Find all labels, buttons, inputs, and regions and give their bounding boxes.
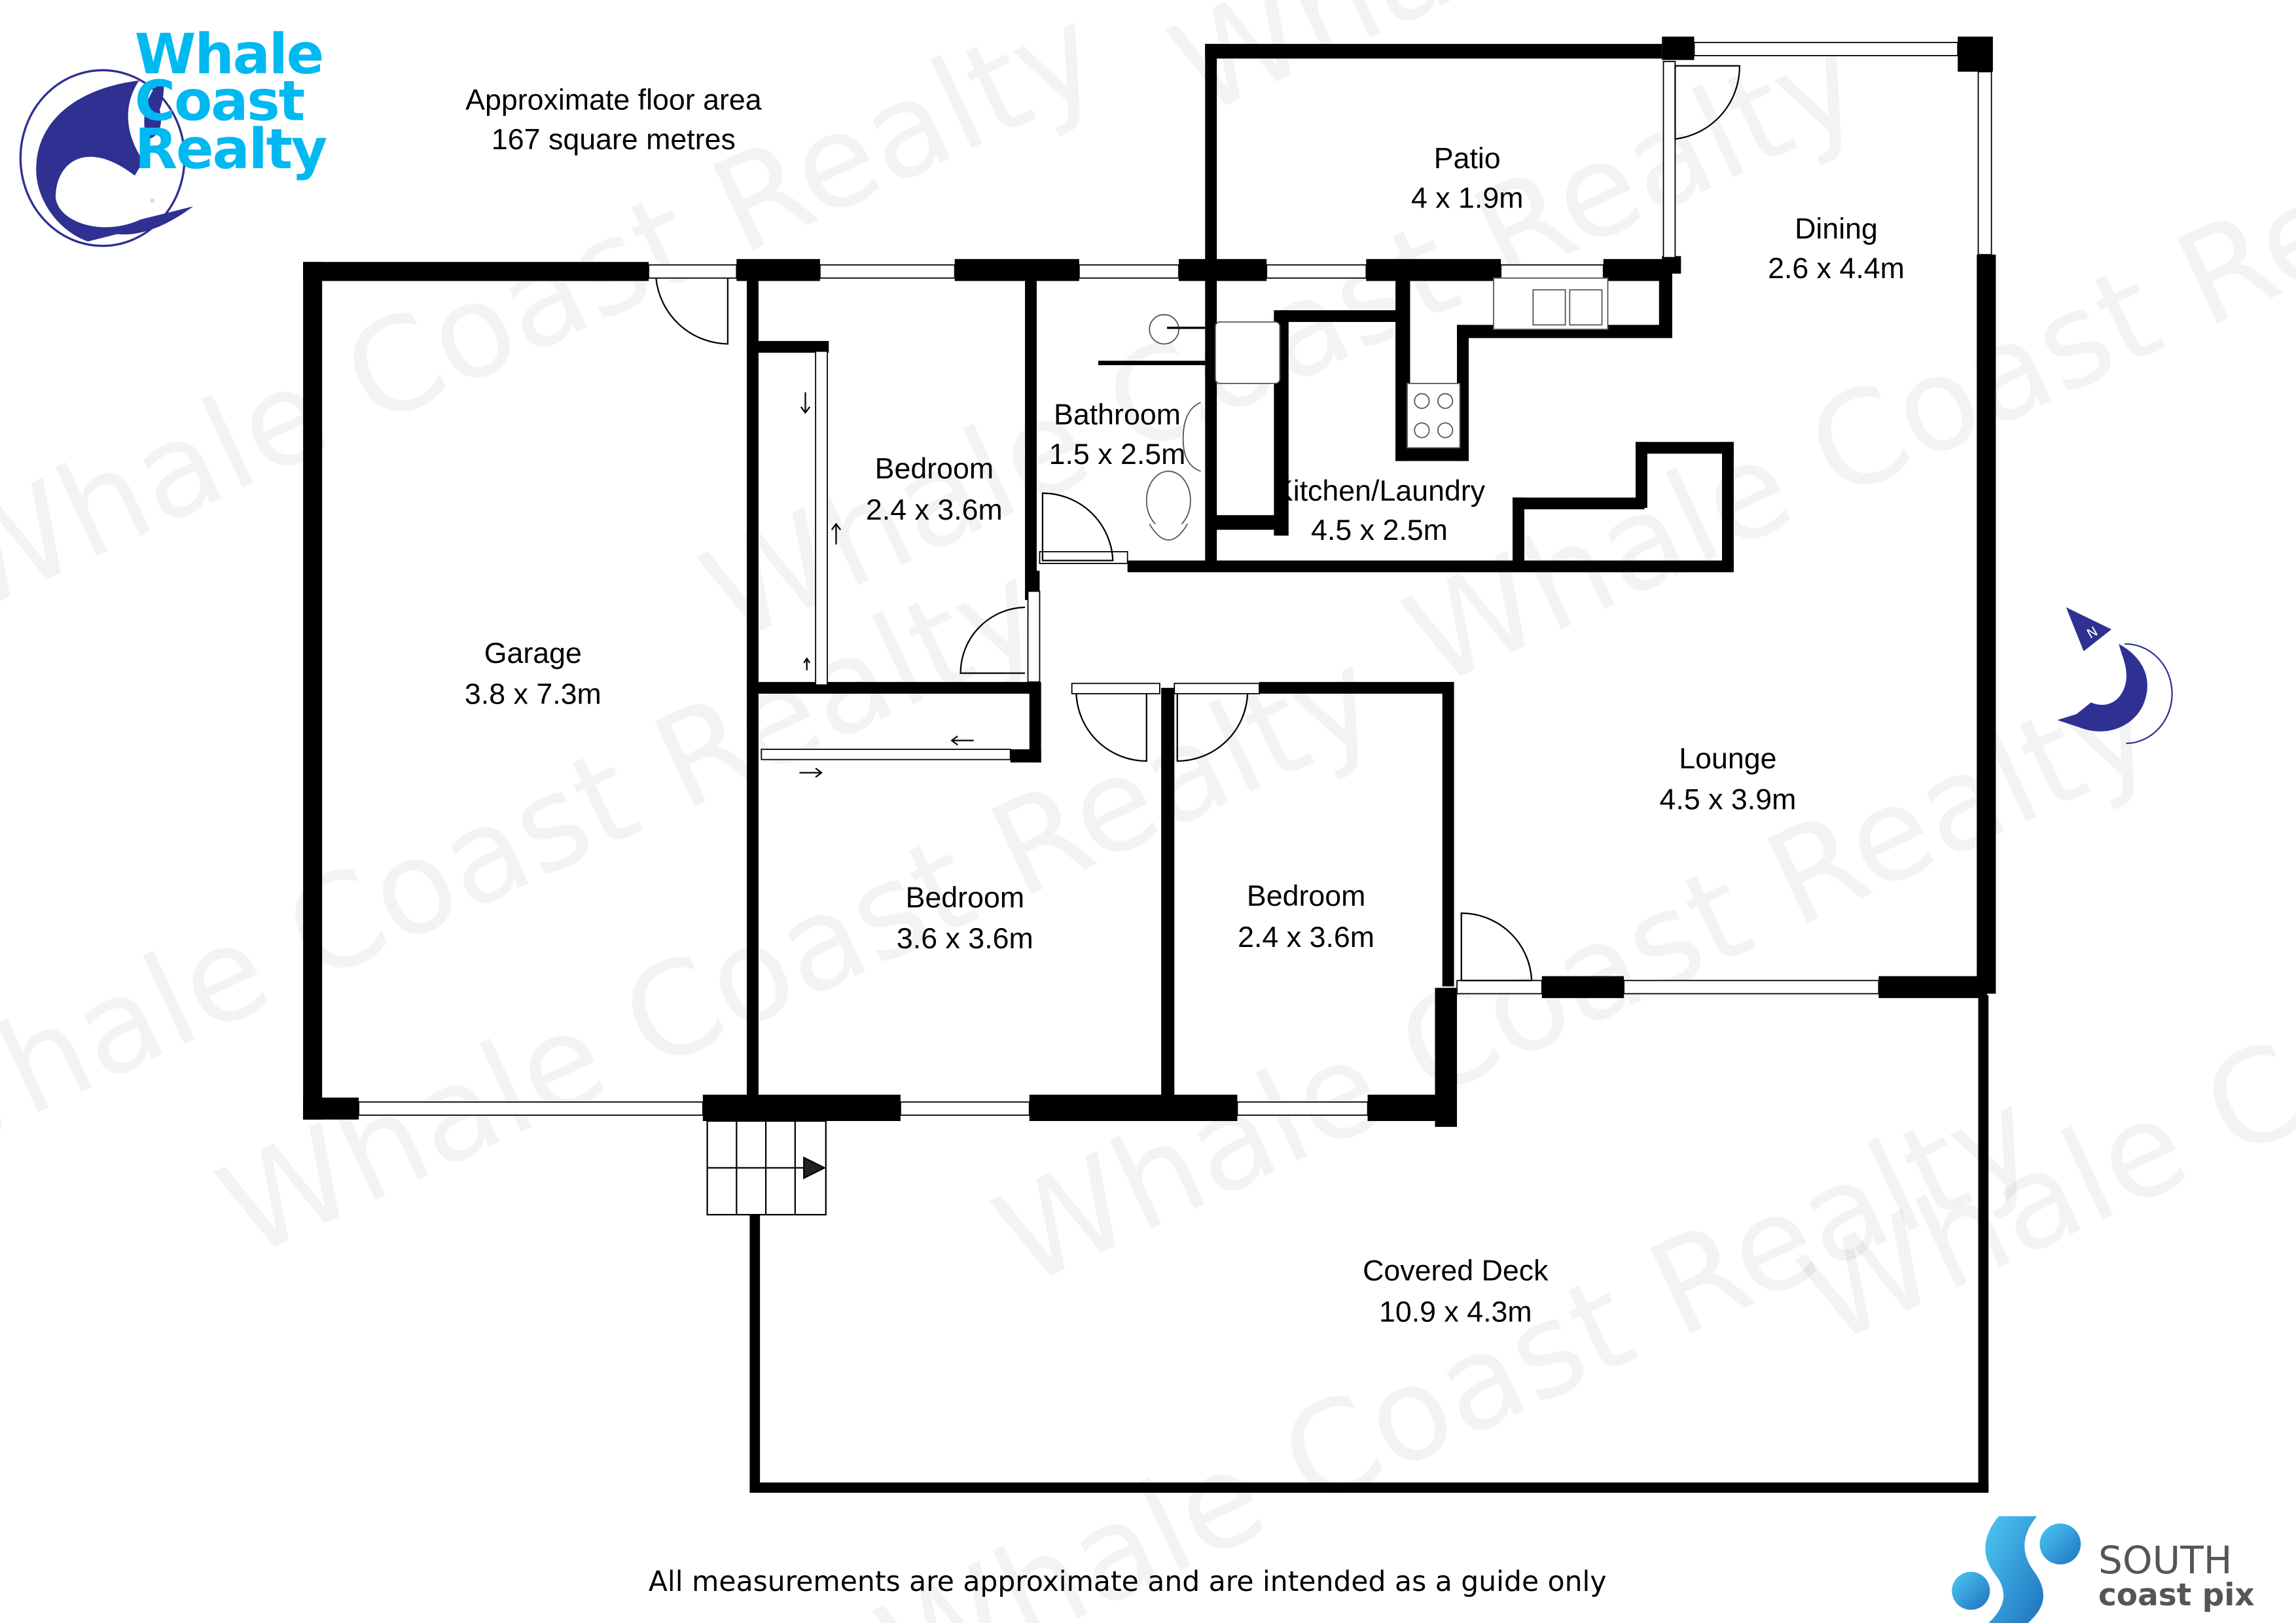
svg-text:Lounge: Lounge (1679, 743, 1776, 775)
svg-text:Dining: Dining (1795, 213, 1878, 245)
walls (303, 36, 1996, 1493)
svg-text:Approximate floor area: Approximate floor area (465, 84, 762, 116)
bedroom1-door-swing (960, 606, 1026, 674)
kitchen-sink-icon (1493, 277, 1609, 330)
room-label-garage: Garage 3.8 x 7.3m (465, 637, 601, 711)
toilet-icon (1145, 471, 1191, 541)
logo-text-coast: Coast (135, 69, 304, 134)
cooktop-icon (1407, 383, 1461, 449)
vanity-icon (1182, 402, 1201, 472)
svg-text:Bedroom: Bedroom (1247, 880, 1365, 912)
room-label-bedroom-2: Bedroom 3.6 x 3.6m (897, 882, 1033, 955)
svg-text:Covered Deck: Covered Deck (1363, 1255, 1549, 1287)
svg-text:2.6 x 4.4m: 2.6 x 4.4m (1768, 253, 1905, 285)
svg-text:Kitchen/Laundry: Kitchen/Laundry (1274, 475, 1486, 507)
bathroom-door-swing (1041, 492, 1114, 562)
logo-text-realty: Realty (135, 117, 327, 182)
room-label-bedroom-1: Bedroom 2.4 x 3.6m (866, 453, 1003, 526)
svg-text:coast pix: coast pix (2098, 1577, 2255, 1613)
doors (655, 65, 1740, 982)
fixtures (706, 277, 1609, 1216)
laundry-tub-icon (1215, 321, 1281, 384)
svg-text:3.6 x 3.6m: 3.6 x 3.6m (897, 923, 1033, 955)
svg-text:167 square metres: 167 square metres (492, 124, 736, 156)
svg-text:4.5 x 3.9m: 4.5 x 3.9m (1660, 784, 1797, 816)
room-label-dining: Dining 2.6 x 4.4m (1768, 213, 1905, 285)
svg-text:10.9 x 4.3m: 10.9 x 4.3m (1379, 1296, 1532, 1328)
bedroom2-door-swing (1075, 693, 1147, 762)
garage-door-swing (655, 277, 729, 345)
room-label-lounge: Lounge 4.5 x 3.9m (1660, 743, 1797, 816)
svg-text:Bathroom: Bathroom (1054, 399, 1181, 431)
svg-text:3.8 x 7.3m: 3.8 x 7.3m (465, 679, 601, 711)
whale-icon (19, 69, 194, 247)
svg-text:2.4 x 3.6m: 2.4 x 3.6m (866, 494, 1003, 526)
stairs-icon (706, 1120, 827, 1216)
lounge-door-swing (1460, 912, 1533, 982)
south-coast-pix-logo: SOUTH coast pix (1952, 1516, 2255, 1623)
svg-text:4.5 x 2.5m: 4.5 x 2.5m (1311, 514, 1448, 546)
disclaimer-text: All measurements are approximate and are… (649, 1566, 1607, 1598)
room-label-patio: Patio 4 x 1.9m (1411, 143, 1524, 214)
svg-text:Bedroom: Bedroom (906, 882, 1024, 914)
room-label-covered-deck: Covered Deck 10.9 x 4.3m (1363, 1255, 1549, 1329)
patio-door-swing (1674, 65, 1740, 140)
svg-text:SOUTH: SOUTH (2098, 1538, 2233, 1582)
north-compass-icon: N (2057, 607, 2173, 745)
windows (358, 41, 1992, 1116)
logo-text-whale: Whale (135, 22, 323, 87)
svg-text:2.4 x 3.6m: 2.4 x 3.6m (1238, 921, 1374, 954)
svg-text:Patio: Patio (1434, 143, 1501, 175)
svg-text:1.5 x 2.5m: 1.5 x 2.5m (1049, 438, 1186, 471)
whale-coast-realty-logo: Whale Coast Realty (19, 22, 328, 247)
bedroom3-door-swing (1176, 693, 1249, 762)
svg-text:Bedroom: Bedroom (875, 453, 994, 485)
room-label-bathroom: Bathroom 1.5 x 2.5m (1049, 399, 1186, 471)
room-label-bedroom-3: Bedroom 2.4 x 3.6m (1238, 880, 1374, 954)
sliding-door-arrows (799, 392, 974, 778)
basin-icon (1149, 313, 1206, 345)
svg-text:4 x 1.9m: 4 x 1.9m (1411, 183, 1524, 215)
svg-text:Garage: Garage (484, 637, 582, 669)
room-label-kitchen-laundry: Kitchen/Laundry 4.5 x 2.5m (1274, 475, 1486, 546)
floor-area-note: Approximate floor area 167 square metres (465, 84, 762, 156)
